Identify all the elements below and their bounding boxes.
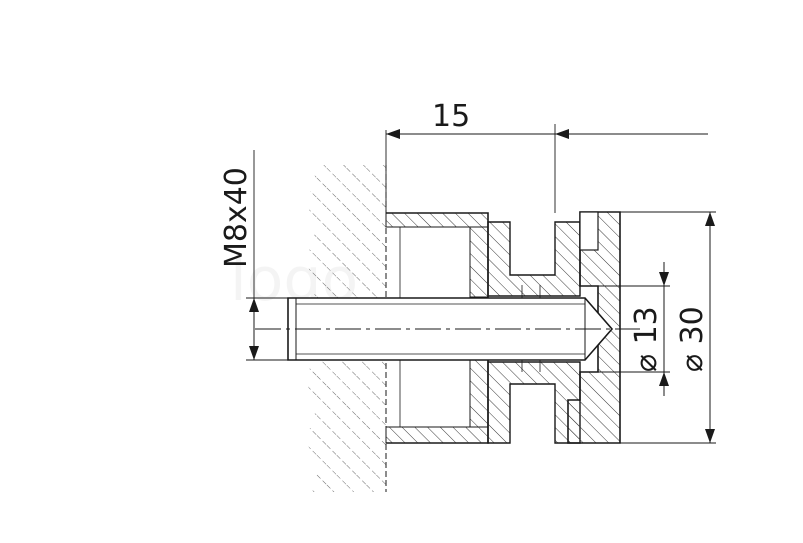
clamp-body [487, 221, 581, 444]
spacer-sleeve [385, 212, 489, 444]
dimension-width: 15 [385, 99, 708, 213]
dimension-thread: M8x40 [219, 150, 290, 361]
thread-dimension-label: M8x40 [219, 167, 254, 268]
inner-diameter-label: ⌀ 13 [629, 306, 664, 372]
end-cap [567, 211, 621, 444]
dimension-inner-diameter: ⌀ 13 [598, 262, 670, 396]
dimension-outer-diameter: ⌀ 30 [620, 211, 716, 444]
outer-diameter-label: ⌀ 30 [675, 306, 710, 372]
width-dimension-label: 15 [432, 99, 470, 134]
